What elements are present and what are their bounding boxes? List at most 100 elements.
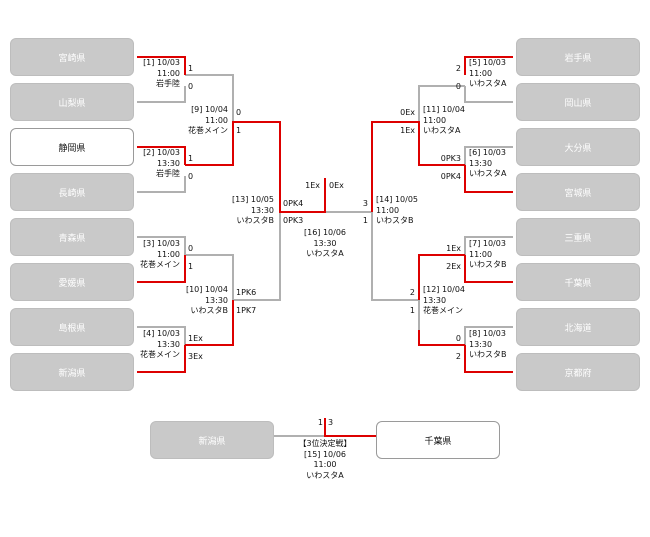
line-winner (185, 300, 234, 346)
score: 1Ex (305, 181, 320, 190)
team-name: 北海道 (564, 323, 592, 334)
score: 1PK6 (236, 288, 257, 297)
match-info-7: [7] 10/03 11:00 いわスタB (469, 239, 507, 271)
match-time: 13:30 (469, 158, 493, 168)
team-box-r7: 北海道 (516, 308, 640, 346)
score: 0 (455, 334, 461, 343)
match-venue: いわスタA (306, 470, 344, 480)
match-time: 13:30 (156, 158, 180, 168)
match-venue: 花巻メイン (140, 350, 180, 359)
match-venue: 花巻メイン (423, 306, 463, 315)
match-time: 11:00 (376, 205, 400, 215)
line-winner (418, 254, 465, 300)
team-name: 山梨県 (58, 98, 86, 109)
match-info-14: [14] 10/05 11:00 いわスタB (376, 195, 418, 227)
score: 1Ex (446, 244, 461, 253)
line-loser (464, 86, 513, 103)
score: 0PK4 (283, 199, 304, 208)
line-winner (464, 165, 513, 193)
line-winner (137, 255, 186, 283)
team-name: 静岡県 (58, 143, 86, 154)
match-number: [15] 10/06 (303, 449, 347, 459)
team-box-r1: 岩手県 (516, 38, 640, 76)
team-box-r2: 岡山県 (516, 83, 640, 121)
line-loser (137, 176, 186, 193)
match-venue: いわスタA (469, 79, 507, 88)
match-info-1: [1] 10/03 11:00 岩手陸 (143, 58, 180, 90)
match-venue: いわスタB (236, 216, 275, 225)
team-box-l4: 長崎県 (10, 173, 134, 211)
match-info-6: [6] 10/03 13:30 いわスタA (469, 148, 506, 180)
team-box-third-left: 新潟県 (150, 421, 274, 459)
team-box-r8: 京都府 (516, 353, 640, 391)
team-box-r3: 大分県 (516, 128, 640, 166)
line-winner (371, 121, 465, 212)
match-number: [2] 10/03 (143, 148, 180, 157)
match-venue: いわスタB (190, 306, 229, 315)
score: 1 (362, 216, 368, 225)
team-name: 新潟県 (198, 436, 226, 447)
team-box-r5: 三重県 (516, 218, 640, 256)
score: 1 (236, 126, 242, 135)
team-name: 京都府 (564, 368, 592, 379)
score: 1Ex (188, 334, 203, 343)
match-venue: いわスタA (306, 249, 344, 258)
match-venue: 岩手陸 (156, 79, 180, 88)
match-time: 11:00 (204, 115, 228, 125)
match-number: [12] 10/04 (423, 285, 466, 294)
match-time: 13:30 (250, 205, 274, 215)
score: 3 (362, 199, 368, 208)
team-name: 宮崎県 (58, 53, 86, 64)
match-number: [7] 10/03 (469, 239, 506, 248)
score: 0Ex (329, 181, 344, 190)
match-time: 11:00 (156, 249, 180, 259)
line-loser (371, 212, 420, 330)
match-venue: いわスタA (423, 126, 461, 135)
match-number: [10] 10/04 (185, 285, 228, 294)
score: 1 (317, 418, 323, 427)
team-name: 千葉県 (424, 436, 452, 447)
match-number: [6] 10/03 (469, 148, 506, 157)
score: 2 (409, 288, 415, 297)
line-loser (137, 326, 186, 345)
line-winner (324, 418, 376, 437)
line-loser (137, 86, 186, 103)
match-number: [14] 10/05 (376, 195, 419, 204)
match-time: 11:00 (313, 460, 337, 469)
score: 0PK3 (440, 154, 461, 163)
line-loser (137, 236, 186, 255)
line-loser (185, 74, 234, 122)
score: 2 (455, 352, 461, 361)
match-info-11: [11] 10/04 11:00 いわスタA (423, 105, 465, 137)
team-box-l2: 山梨県 (10, 83, 134, 121)
team-name: 愛媛県 (58, 278, 86, 289)
line-winner (137, 56, 186, 75)
team-name: 岩手県 (564, 53, 592, 64)
match-venue: いわスタB (469, 350, 507, 359)
team-box-l8: 新潟県 (10, 353, 134, 391)
match-venue: いわスタA (469, 169, 507, 178)
team-name: 千葉県 (564, 278, 592, 289)
match-info-2: [2] 10/03 13:30 岩手陸 (143, 148, 180, 180)
match-info-final: [16] 10/06 13:30 いわスタA (285, 228, 365, 260)
line-winner (464, 345, 513, 373)
match-info-10: [10] 10/04 13:30 いわスタB (186, 285, 228, 317)
match-venue: 岩手陸 (156, 169, 180, 178)
match-time: 13:30 (156, 339, 180, 349)
match-time: 11:00 (423, 115, 447, 125)
match-number: [8] 10/03 (469, 329, 506, 338)
line-winner (464, 255, 513, 283)
match-info-5: [5] 10/03 11:00 いわスタA (469, 58, 506, 90)
team-name: 長崎県 (58, 188, 86, 199)
match-info-4: [4] 10/03 13:30 花巻メイン (140, 329, 180, 361)
score: 0 (188, 244, 194, 253)
match-time: 11:00 (469, 68, 493, 78)
match-time: 11:00 (469, 249, 493, 259)
team-box-l7: 島根県 (10, 308, 134, 346)
match-info-third-place: 【3位決定戦】 [15] 10/06 11:00 いわスタA (280, 439, 370, 481)
team-box-third-right: 千葉県 (376, 421, 500, 459)
score: 2 (455, 64, 461, 73)
match-venue: 花巻メイン (140, 260, 180, 269)
team-box-l1: 宮崎県 (10, 38, 134, 76)
match-number: [4] 10/03 (143, 329, 180, 338)
